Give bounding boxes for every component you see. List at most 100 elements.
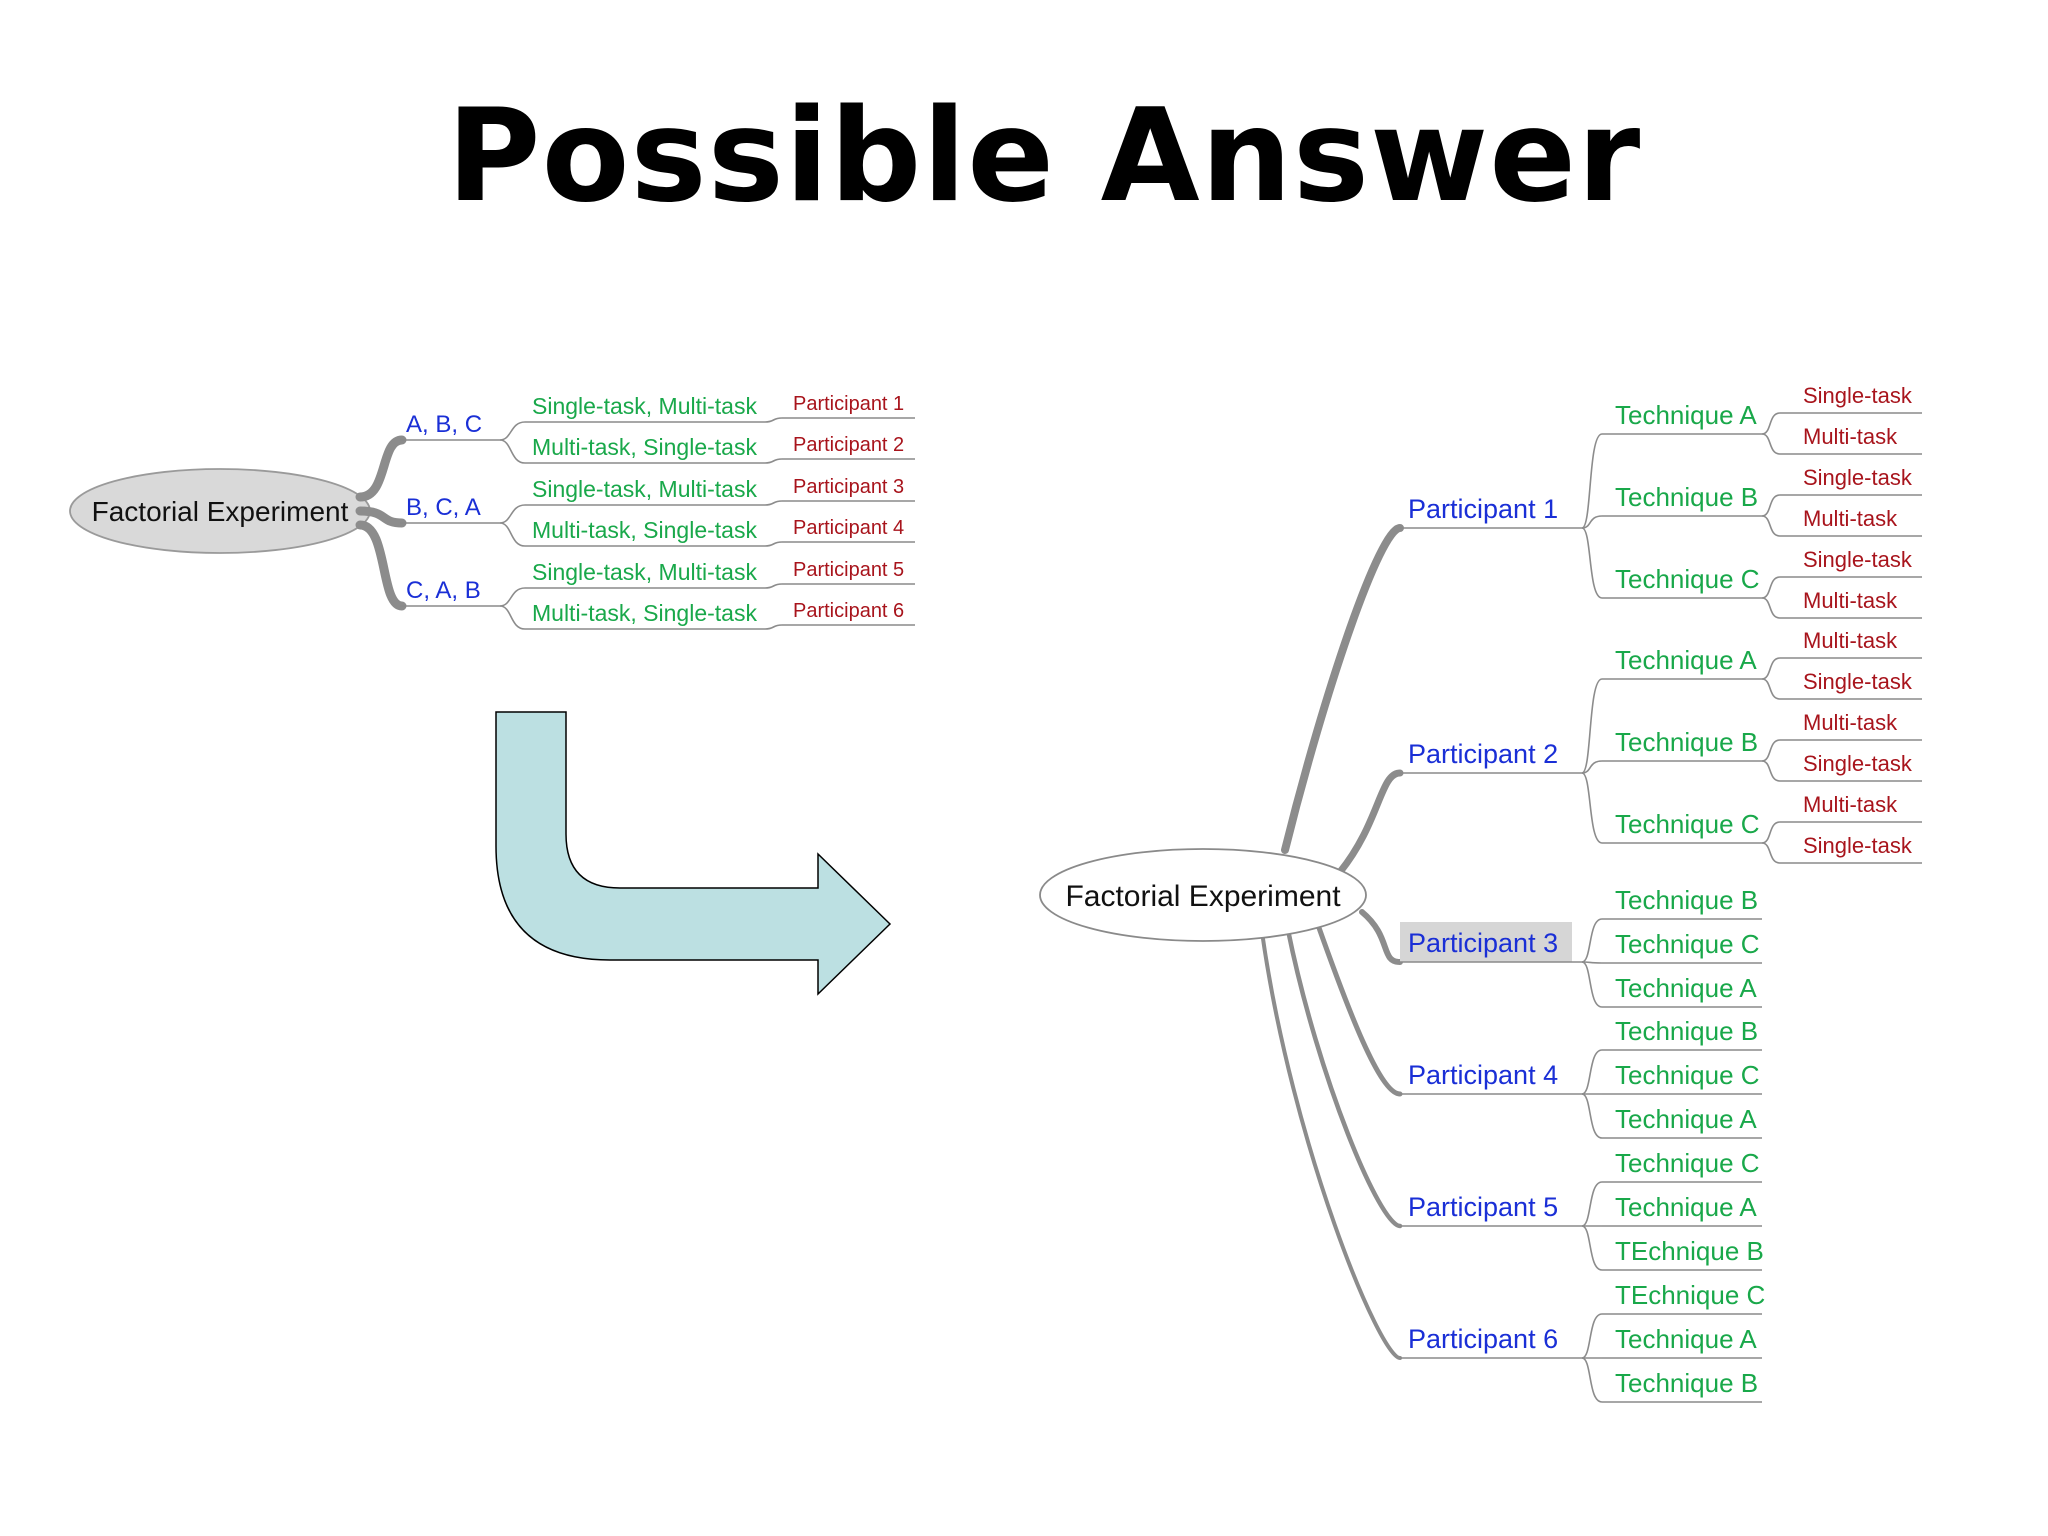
group-label[interactable]: C, A, B — [406, 577, 481, 604]
left-root-label: Factorial Experiment — [92, 496, 349, 527]
order-label[interactable]: Multi-task, Single-task — [532, 434, 757, 460]
participant-node[interactable]: Participant 3 — [1408, 928, 1558, 958]
technique-node[interactable]: Technique A — [1615, 1192, 1757, 1222]
task-connector — [1761, 412, 1781, 435]
task-connector — [1761, 515, 1781, 537]
technique-connector — [1581, 515, 1603, 529]
task-connector — [1761, 842, 1781, 864]
task-node[interactable]: Single-task — [1803, 669, 1913, 694]
left-branch — [355, 435, 407, 502]
technique-node[interactable]: Technique C — [1615, 929, 1760, 959]
participant-label[interactable]: Participant 1 — [793, 393, 904, 415]
task-connector — [1761, 494, 1781, 517]
row-connector — [499, 522, 526, 547]
right-mind-map: Factorial Experiment Participant 1 Techniq… — [1039, 383, 1922, 1403]
participant-label[interactable]: Participant 2 — [793, 434, 904, 456]
technique-node[interactable]: Technique A — [1615, 645, 1757, 675]
task-connector — [1761, 678, 1781, 700]
task-connector — [1761, 597, 1781, 619]
task-connector — [1761, 739, 1781, 762]
technique-connector — [1581, 678, 1603, 774]
task-node[interactable]: Single-task — [1803, 751, 1913, 776]
technique-node[interactable]: Technique B — [1615, 1368, 1758, 1398]
technique-connector — [1581, 772, 1603, 844]
technique-node[interactable]: Technique A — [1615, 400, 1757, 430]
technique-node[interactable]: Technique B — [1615, 482, 1758, 512]
row-connector — [499, 605, 526, 630]
technique-connector — [1581, 1313, 1603, 1359]
technique-connector — [1581, 433, 1603, 529]
group-label[interactable]: B, C, A — [406, 494, 481, 521]
technique-node[interactable]: Technique C — [1615, 1060, 1760, 1090]
order-label[interactable]: Single-task, Multi-task — [532, 393, 757, 419]
task-node[interactable]: Multi-task — [1803, 792, 1898, 817]
technique-connector — [1581, 1181, 1603, 1227]
order-label[interactable]: Single-task, Multi-task — [532, 476, 757, 502]
participant-connector — [764, 417, 783, 423]
row-connector — [499, 504, 526, 524]
technique-connector — [1581, 961, 1603, 1008]
task-node[interactable]: Multi-task — [1803, 506, 1898, 531]
technique-node[interactable]: Technique B — [1615, 1016, 1758, 1046]
right-root-label: Factorial Experiment — [1065, 880, 1341, 913]
participant-label[interactable]: Participant 5 — [793, 559, 904, 581]
technique-node[interactable]: Technique A — [1615, 1104, 1757, 1134]
group-label[interactable]: A, B, C — [406, 411, 482, 438]
participant-branch — [1315, 922, 1403, 1097]
technique-node[interactable]: Technique C — [1615, 1148, 1760, 1178]
order-label[interactable]: Multi-task, Single-task — [532, 517, 757, 543]
technique-node[interactable]: Technique C — [1615, 809, 1760, 839]
right-root-node[interactable] — [1039, 848, 1367, 942]
task-node[interactable]: Multi-task — [1803, 710, 1898, 735]
participant-branch — [1336, 769, 1404, 876]
order-label[interactable]: Single-task, Multi-task — [532, 559, 757, 585]
participant-node[interactable]: Participant 5 — [1408, 1192, 1558, 1222]
technique-node[interactable]: Technique B — [1615, 727, 1758, 757]
task-connector — [1761, 576, 1781, 599]
technique-node[interactable]: Technique A — [1615, 973, 1757, 1003]
technique-connector — [1581, 1225, 1603, 1271]
task-connector — [1761, 821, 1781, 844]
participant-connector — [764, 458, 783, 464]
participant-node[interactable]: Participant 1 — [1408, 494, 1558, 524]
task-node[interactable]: Multi-task — [1803, 424, 1898, 449]
task-node[interactable]: Multi-task — [1803, 588, 1898, 613]
technique-node[interactable]: TEchnique B — [1615, 1236, 1764, 1266]
participant-branch — [1260, 930, 1402, 1360]
participant-branch — [1281, 524, 1404, 854]
participant-node[interactable]: Participant 6 — [1408, 1324, 1558, 1354]
participant-connector — [764, 541, 783, 547]
technique-node[interactable]: TEchnique C — [1615, 1280, 1765, 1310]
technique-connector — [1581, 527, 1603, 599]
task-node[interactable]: Single-task — [1803, 547, 1913, 572]
task-node[interactable]: Multi-task — [1803, 628, 1898, 653]
left-branch — [355, 506, 407, 528]
technique-connector — [1581, 1049, 1603, 1095]
left-mind-map: Factorial Experiment A, B, C Single-task, … — [69, 393, 915, 630]
participant-connector — [764, 500, 783, 506]
task-connector — [1761, 657, 1781, 680]
technique-connector — [1581, 918, 1603, 963]
task-connector — [1761, 760, 1781, 782]
participant-label[interactable]: Participant 6 — [793, 600, 904, 622]
technique-connector — [1581, 1093, 1603, 1139]
task-node[interactable]: Single-task — [1803, 465, 1913, 490]
participant-node[interactable]: Participant 4 — [1408, 1060, 1558, 1090]
page-title: Possible Answer — [446, 82, 1642, 231]
participant-connector — [764, 624, 783, 630]
technique-node[interactable]: Technique B — [1615, 885, 1758, 915]
row-connector — [499, 587, 526, 607]
task-node[interactable]: Single-task — [1803, 383, 1913, 408]
technique-node[interactable]: Technique A — [1615, 1324, 1757, 1354]
technique-node[interactable]: Technique C — [1615, 564, 1760, 594]
participant-branch — [1285, 927, 1403, 1229]
left-branch — [355, 520, 407, 611]
row-connector — [499, 439, 526, 464]
order-label[interactable]: Multi-task, Single-task — [532, 600, 757, 626]
participant-node[interactable]: Participant 2 — [1408, 739, 1558, 769]
bent-right-arrow-icon — [495, 711, 892, 996]
participant-label[interactable]: Participant 3 — [793, 476, 904, 498]
participant-label[interactable]: Participant 4 — [793, 517, 904, 539]
selection-highlight — [1400, 922, 1572, 962]
task-node[interactable]: Single-task — [1803, 833, 1913, 858]
